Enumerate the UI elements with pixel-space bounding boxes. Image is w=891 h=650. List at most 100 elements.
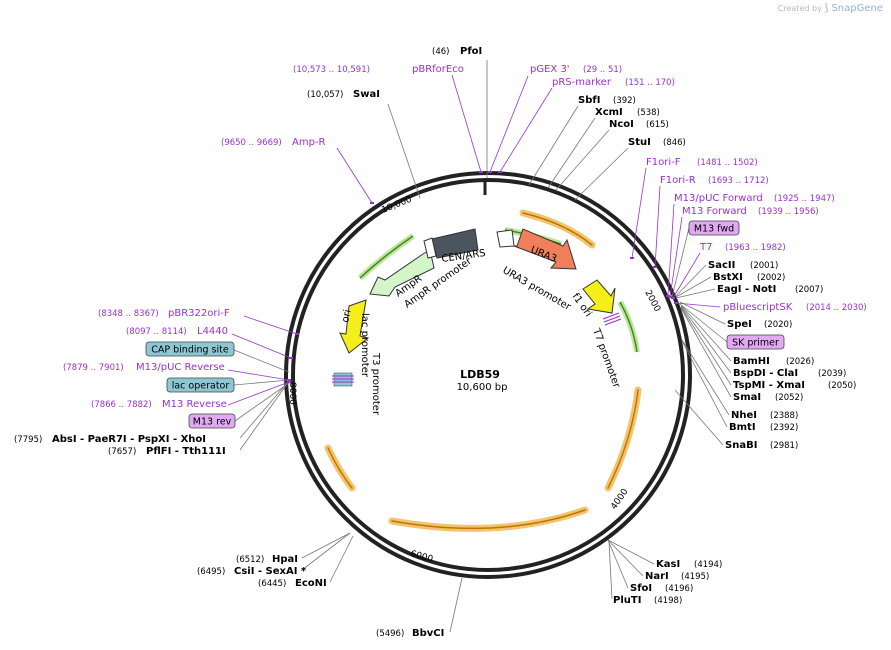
ruler-label-10-000: 10,000 [380, 195, 413, 216]
orange-arc-right-inner [607, 389, 639, 489]
enzyme-eagi-noti: EagI - NotI [717, 284, 776, 295]
box-cap-binding-site [145, 341, 235, 357]
feature-ori: ori [340, 309, 353, 324]
feature-t7-promoter: T7 promoter [590, 326, 622, 390]
enzyme-pos-xcmi: (538) [637, 108, 660, 118]
primer-amp-r: Amp-R [292, 137, 326, 148]
leader-sacii [675, 264, 707, 297]
enzyme-pos-smai: (2052) [775, 393, 803, 403]
box-label-m13-rev: M13 rev [193, 417, 232, 428]
feature-ura3-promoter: URA3 promoter [501, 265, 574, 313]
snapgene-logo: ⟆ SnapGene [824, 3, 883, 14]
leader-f1ori-f [631, 167, 647, 259]
orange-arc-bottom-inner [391, 509, 586, 530]
leader-lac-operator [233, 379, 290, 386]
enzyme-pfoi: PfoI [460, 46, 482, 57]
enzyme-stui: StuI [628, 137, 651, 148]
primer-range-pbluescriptsk: (2014 .. 2030) [806, 303, 867, 313]
enzyme-pos-absi-paer7i-pspxi-xhoi: (7795) [14, 435, 42, 445]
primer-f1ori-r: F1ori-R [660, 175, 696, 186]
primer-m13-puc-reverse: M13/pUC Reverse [136, 362, 225, 373]
primer-prs-marker: pRS-marker [552, 77, 612, 88]
feature-labels: PfoI(46)SwaI(10,057)SbfI(392)XcmI(538)Nc… [14, 46, 867, 639]
box-label-sk-primer: SK primer [732, 338, 779, 349]
leader-pbrforeco [451, 74, 482, 173]
enzyme-kasi: KasI [656, 559, 680, 570]
box-m13-fwd [688, 220, 740, 236]
leader-l4440 [231, 333, 292, 359]
enzyme-pos-pflfi-tth111i: (7657) [108, 447, 136, 457]
enzyme-bbvci: BbvCI [412, 628, 444, 639]
leader-pbr322ori-f [243, 315, 298, 335]
box-label-lac-operator: lac operator [172, 381, 230, 392]
leader-kasi [607, 539, 655, 565]
orange-arc-top-inner [522, 212, 593, 246]
leader-pluti [608, 540, 613, 600]
leader-m13-reverse [227, 381, 290, 406]
enzyme-snabi: SnaBI [725, 440, 757, 451]
credit-brand: SnapGene [831, 3, 883, 14]
feature-lac-promoter: lac promoter [359, 313, 370, 378]
binding-site-marks [332, 180, 622, 387]
enzyme-swai: SwaI [353, 89, 380, 100]
primer-range-f1ori-f: (1481 .. 1502) [697, 158, 758, 168]
leader-m13-puc-forward [667, 203, 675, 297]
enzyme-pos-bbvci: (5496) [376, 629, 404, 639]
leader-sbfi [528, 105, 579, 186]
feature-t3-promoter: T3 promoter [370, 352, 381, 416]
ruler-label-2000: 2000 [642, 289, 662, 314]
box-label-cap-binding-site: CAP binding site [151, 345, 229, 356]
orange-arc-right [604, 386, 642, 492]
leader-bmti [681, 340, 728, 428]
enzyme-pos-tspmi-xmai: (2050) [828, 381, 856, 391]
primer-f1ori-f: F1ori-F [646, 157, 681, 168]
enzyme-pos-sfoi: (4196) [665, 584, 693, 594]
plasmid-name: LDB59 [460, 368, 500, 381]
ruler-label-8000: 8000 [287, 382, 297, 405]
primer-range-t7: (1963 .. 1982) [725, 243, 786, 253]
leader-sfoi [607, 539, 629, 589]
leader-pgex-3 [489, 75, 529, 173]
leader-m13-fwd [671, 227, 690, 298]
orange-arc-left-inner [327, 447, 353, 489]
enzyme-pos-snabi: (2981) [770, 441, 798, 451]
enzyme-absi-paer7i-pspxi-xhoi: AbsI - PaeR7I - PspXI - XhoI [52, 434, 206, 445]
primer-range-l4440: (8097 .. 8114) [126, 327, 187, 337]
credit-prefix: Created by [777, 4, 822, 13]
enzyme-sbfi: SbfI [578, 95, 600, 106]
enzyme-smai: SmaI [733, 392, 761, 403]
leader-bspdi-clai [680, 305, 732, 374]
enzyme-pos-kasi: (4194) [694, 560, 722, 570]
primer-l4440: L4440 [197, 326, 228, 337]
enzyme-pos-nari: (4195) [681, 572, 709, 582]
enzyme-pflfi-tth111i: PflFI - Tth111I [146, 446, 226, 457]
enzyme-bmti: BmtI [729, 422, 756, 433]
box-sk-primer [726, 334, 785, 350]
leader-bstxi [675, 276, 712, 298]
orange-feature-arcs [324, 209, 642, 532]
ampr-arrow [369, 249, 435, 297]
leader-m13-forward [669, 216, 683, 298]
ori-arrow [339, 299, 370, 354]
primer-m13-puc-forward: M13/pUC Forward [674, 193, 763, 204]
enzyme-pos-bstxi: (2002) [757, 273, 785, 283]
leader-sk-primer [679, 303, 728, 343]
enzyme-nari: NarI [645, 571, 669, 582]
enzyme-xcmi: XcmI [595, 107, 623, 118]
enzyme-econi: EcoNI [295, 578, 327, 589]
leader-nari [607, 539, 644, 577]
primer-range-pgex-3: (29 .. 51) [583, 65, 622, 75]
ruler-label-4000: 4000 [609, 487, 630, 512]
enzyme-sfoi: SfoI [630, 583, 652, 594]
leader-t7 [672, 252, 701, 299]
leader-pflfi-tth111i [239, 383, 288, 451]
primer-pbr322ori-f: pBR322ori-F [168, 308, 230, 319]
enzyme-pos-stui: (846) [663, 138, 686, 148]
enzyme-pos-bamhi: (2026) [786, 357, 814, 367]
box-label-m13-fwd: M13 fwd [694, 224, 734, 235]
enzyme-pos-swai: (10,057) [307, 90, 343, 100]
ura3-arrow [513, 228, 577, 270]
enzyme-pos-hpai: (6512) [236, 555, 264, 565]
primer-range-m13-puc-forward: (1925 .. 1947) [774, 194, 835, 204]
enzyme-sacii: SacII [708, 260, 735, 271]
